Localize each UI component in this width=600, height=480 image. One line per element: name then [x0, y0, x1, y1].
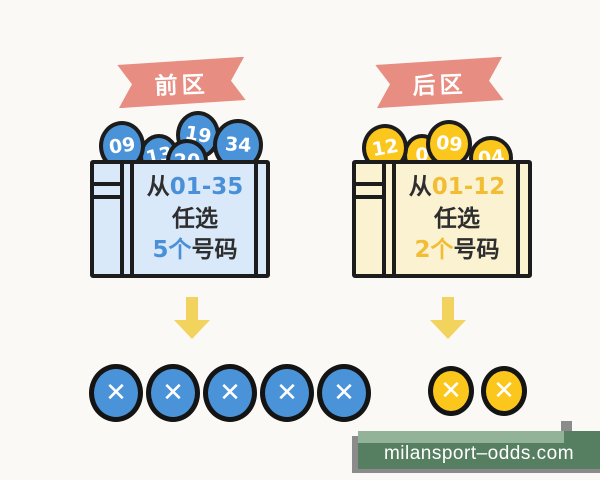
rule-line-count: 2个号码 — [414, 236, 499, 265]
box-strip-line — [356, 195, 382, 199]
rule-suffix: 号码 — [453, 237, 500, 264]
x-icon: ✕ — [219, 378, 241, 408]
down-arrow-icon — [186, 297, 198, 321]
ball-number: 34 — [224, 133, 252, 157]
back-zone-box: 从01-12 任选 2个号码 — [352, 160, 532, 278]
pick-slot-blue: ✕ — [89, 364, 143, 422]
down-arrow-icon — [174, 320, 210, 339]
front-zone-rule-text: 从01-35 任选 5个号码 — [138, 164, 252, 274]
down-arrow-icon — [442, 297, 454, 321]
watermark-text: milansport–odds.com — [383, 443, 575, 464]
rule-prefix: 从 — [146, 173, 170, 200]
box-divider-line — [516, 164, 520, 274]
box-strip-line — [94, 182, 120, 186]
box-divider-line — [254, 164, 258, 274]
front-zone-ribbon-banner: 前区 — [117, 57, 246, 108]
pick-slot-blue: ✕ — [203, 364, 257, 422]
rule-range: 01-12 — [431, 173, 506, 200]
x-icon: ✕ — [333, 378, 355, 408]
x-icon: ✕ — [493, 376, 515, 406]
box-divider-line — [382, 164, 386, 274]
back-zone-rule-text: 从01-12 任选 2个号码 — [400, 164, 514, 274]
ball-number: 12 — [370, 134, 400, 162]
ball-number: 09 — [434, 131, 464, 157]
rule-middle: 任选 — [434, 205, 480, 232]
pick-slot-yellow: ✕ — [481, 366, 527, 416]
x-icon: ✕ — [276, 378, 298, 408]
box-divider-line — [130, 164, 134, 274]
pick-slot-blue: ✕ — [146, 364, 200, 422]
rule-line-range: 从01-35 — [147, 173, 244, 202]
pick-slot-blue: ✕ — [260, 364, 314, 422]
ball-number: 09 — [107, 133, 137, 159]
rule-suffix: 号码 — [191, 237, 238, 264]
rule-prefix: 从 — [408, 173, 432, 200]
box-strip-line — [94, 195, 120, 199]
rule-range: 01-35 — [169, 173, 244, 200]
box-strip-line — [356, 182, 382, 186]
front-zone-banner-label: 前区 — [154, 71, 210, 100]
rule-count: 5个 — [152, 237, 192, 264]
watermark-decoration — [561, 421, 572, 432]
box-divider-line — [392, 164, 396, 274]
pick-slot-yellow: ✕ — [428, 366, 474, 416]
rule-count: 2个 — [414, 237, 454, 264]
x-icon: ✕ — [105, 378, 127, 408]
x-icon: ✕ — [440, 376, 462, 406]
rule-line-range: 从01-12 — [409, 173, 506, 202]
box-divider-line — [120, 164, 124, 274]
back-zone-banner-label: 后区 — [412, 71, 468, 100]
rule-line-count: 5个号码 — [152, 236, 237, 265]
front-zone-box: 从01-35 任选 5个号码 — [90, 160, 270, 278]
rule-middle: 任选 — [172, 205, 218, 232]
watermark-decoration — [358, 431, 564, 443]
x-icon: ✕ — [162, 378, 184, 408]
back-zone-ribbon-banner: 后区 — [375, 57, 504, 108]
pick-slot-blue: ✕ — [317, 364, 371, 422]
down-arrow-icon — [430, 320, 466, 339]
